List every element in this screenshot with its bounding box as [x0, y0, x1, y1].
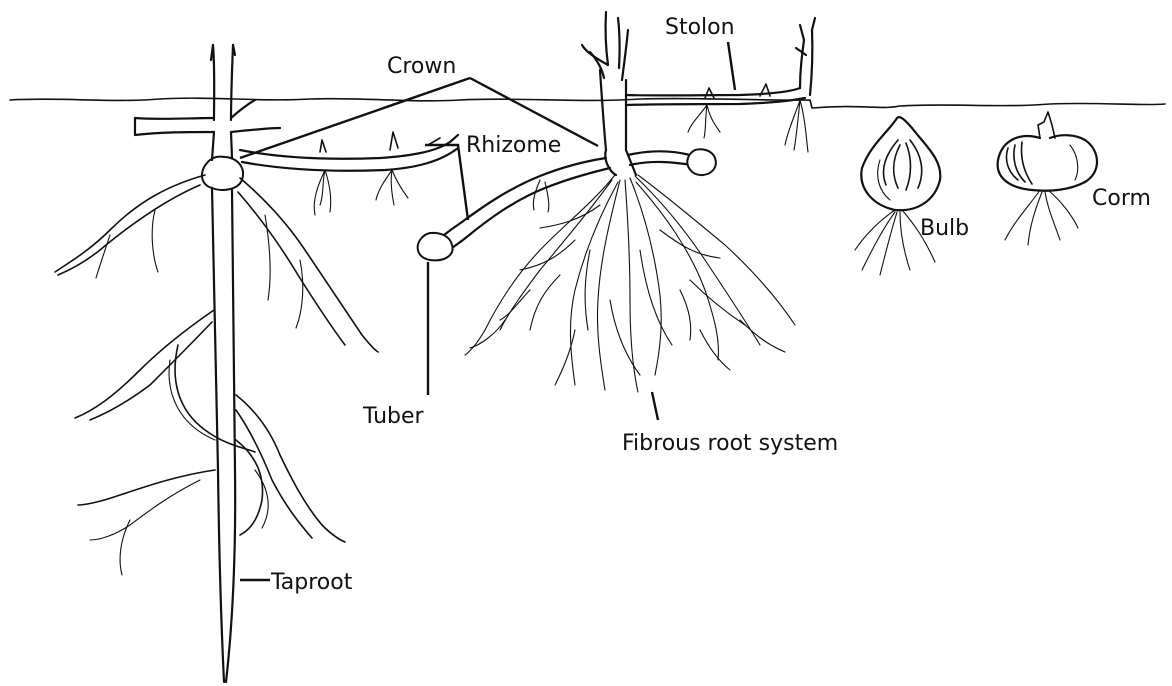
label-fibrous-root-system: Fibrous root system [622, 431, 838, 456]
label-bulb: Bulb [920, 216, 969, 241]
corm-plant [998, 112, 1097, 245]
label-stolon: Stolon [665, 15, 735, 40]
bulb-plant [855, 117, 940, 275]
fibrous-plant [418, 12, 795, 392]
label-crown: Crown [387, 54, 456, 79]
stolon-leader [728, 42, 735, 90]
soil-surface-line [10, 98, 1165, 108]
label-rhizome: Rhizome [466, 133, 561, 158]
label-tuber: Tuber [362, 404, 425, 429]
label-taproot: Taproot [270, 570, 353, 595]
label-corm: Corm [1092, 186, 1151, 211]
fibrous-leader [652, 392, 658, 420]
